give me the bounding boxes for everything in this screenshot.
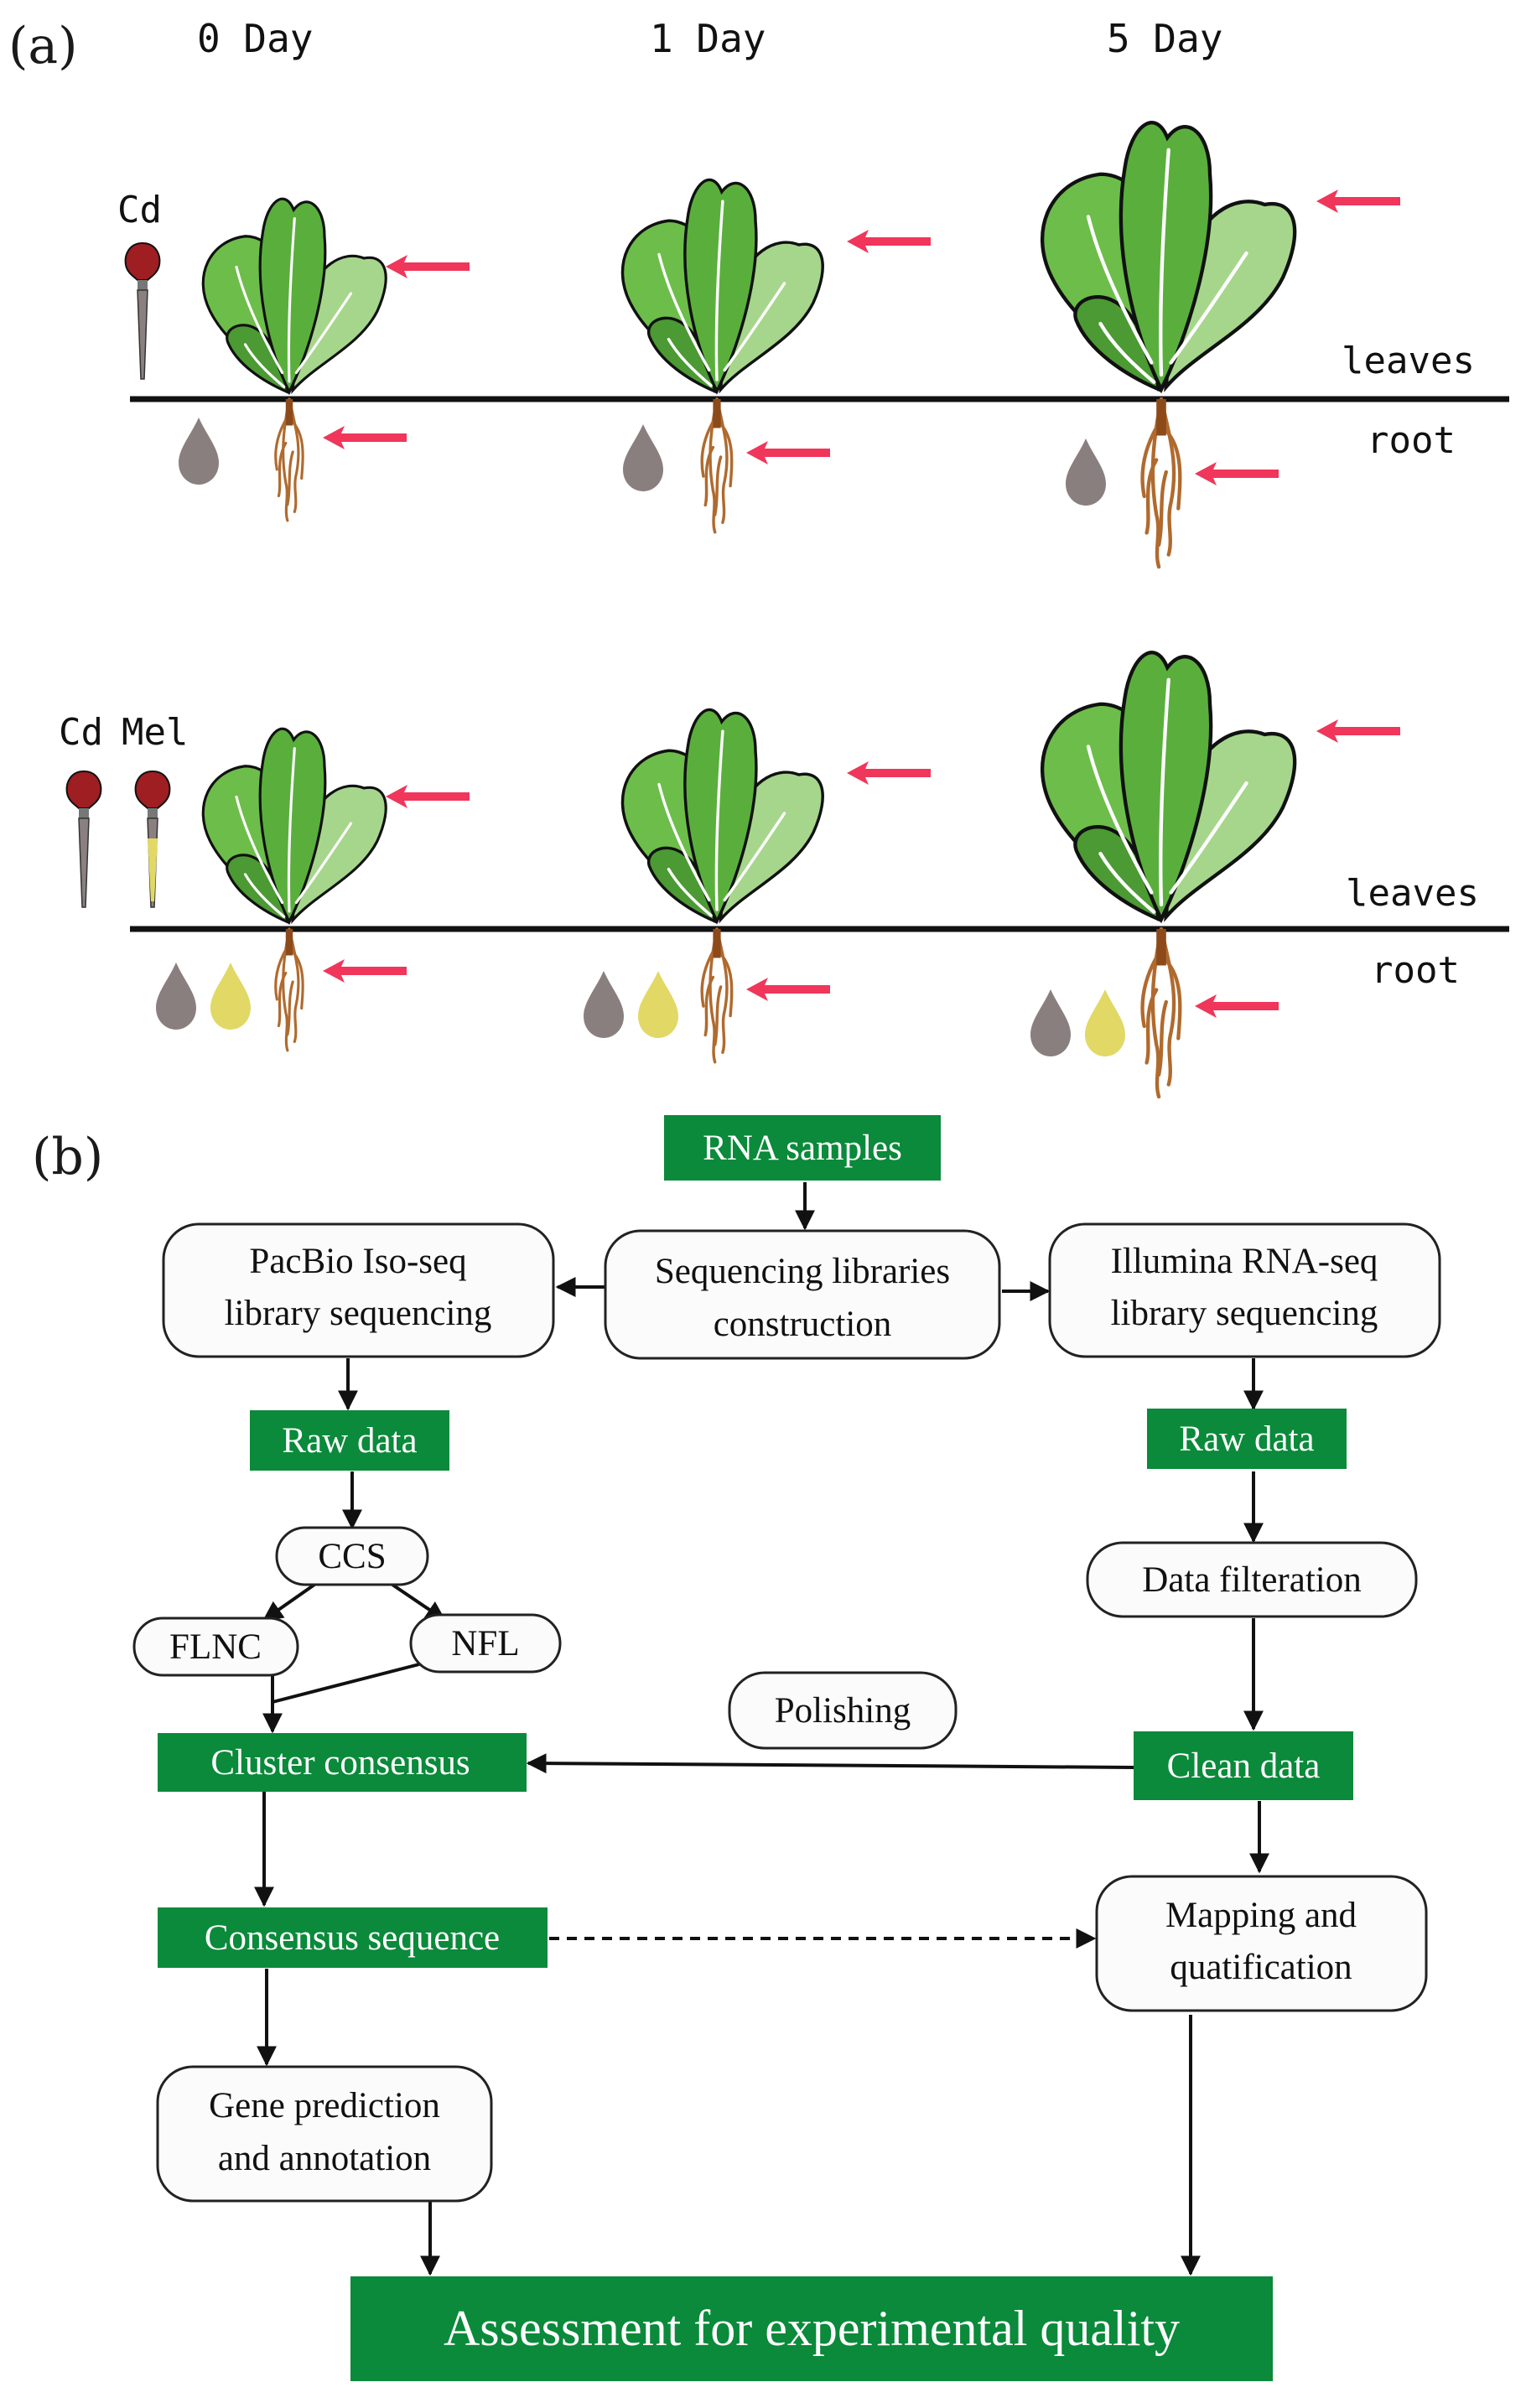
row2-mel-drop-day0	[210, 963, 251, 1030]
row2-mel-drop-day5	[1085, 989, 1125, 1056]
day-label-0: 0 Day	[197, 16, 313, 61]
row1-root-label: root	[1367, 419, 1456, 462]
flnc-label: FLNC	[169, 1627, 262, 1667]
panel-b-letter: (b)	[32, 1128, 103, 1186]
illumina-line1: Illumina RNA-seq	[1111, 1242, 1378, 1281]
polishing-box: Polishing	[728, 1671, 958, 1750]
raw-data-right-box: Raw data	[1147, 1409, 1347, 1469]
row2-mel-label: Mel	[122, 711, 188, 754]
row2-leaf-arrow-day5	[1316, 719, 1400, 743]
row2-plant-day5	[1042, 652, 1295, 1097]
row1-leaf-arrow-day1	[847, 230, 931, 253]
pacbio-line1: PacBio Iso-seq	[249, 1242, 466, 1281]
consensus-sequence-label: Consensus sequence	[205, 1918, 500, 1958]
row1-plant-day0	[201, 197, 387, 522]
row1-root-arrow-day5	[1195, 462, 1279, 485]
row2-mel-drop-day1	[638, 971, 678, 1038]
clean-data-label: Clean data	[1167, 1746, 1321, 1786]
raw-data-left-box: Raw data	[250, 1410, 449, 1471]
row1-root-arrow-day1	[746, 441, 830, 464]
assessment-box: Assessment for experimental quality	[350, 2276, 1273, 2381]
mapping-line2: quatification	[1170, 1948, 1352, 1987]
row2-leaf-arrow-day1	[847, 761, 931, 785]
row2-cd-drop-day5	[1030, 989, 1071, 1056]
row2-root-arrow-day5	[1195, 994, 1279, 1018]
polishing-label: Polishing	[775, 1691, 911, 1731]
raw-data-left-label: Raw data	[282, 1421, 417, 1461]
ccs-box: CCS	[275, 1526, 429, 1586]
row2-mel-dropper-icon	[134, 771, 171, 908]
row2-leaf-arrow-day0	[386, 785, 470, 808]
row1-cd-drop-day1	[623, 424, 663, 491]
row1-cd-dropper-icon	[124, 242, 161, 380]
rna-samples-label: RNA samples	[703, 1129, 902, 1168]
assessment-label: Assessment for experimental quality	[444, 2301, 1180, 2356]
day-label-1: 1 Day	[650, 16, 766, 61]
illumina-line2: library sequencing	[1111, 1294, 1378, 1333]
row2-cd-drop-day0	[156, 963, 196, 1030]
row1-cd-drop-day0	[179, 418, 219, 485]
panel-a-letter: (a)	[8, 17, 78, 75]
cluster-consensus-label: Cluster consensus	[210, 1743, 470, 1783]
row2-cd-drop-day1	[584, 971, 624, 1038]
ccs-label: CCS	[318, 1537, 386, 1576]
row1-cd-drop-day5	[1066, 439, 1106, 506]
illumina-box: Illumina RNA-seq library sequencing	[1048, 1222, 1441, 1358]
row2-cd-dropper-icon	[65, 771, 102, 908]
pacbio-line2: library sequencing	[225, 1294, 492, 1333]
data-filteration-box: Data filteration	[1086, 1541, 1418, 1618]
flnc-box: FLNC	[132, 1617, 299, 1677]
data-filteration-label: Data filteration	[1142, 1560, 1361, 1600]
gene-prediction-line1: Gene prediction	[209, 2086, 440, 2125]
sequencing-libraries-box: Sequencing libraries construction	[604, 1229, 1001, 1360]
pacbio-box: PacBio Iso-seq library sequencing	[162, 1222, 555, 1358]
arrow-ccs-to-flnc	[262, 1583, 316, 1622]
mapping-line1: Mapping and	[1165, 1896, 1357, 1935]
nfl-label: NFL	[451, 1624, 519, 1663]
day-label-5: 5 Day	[1107, 16, 1222, 61]
nfl-box: NFL	[409, 1613, 562, 1674]
seq-lib-line2: construction	[714, 1305, 892, 1344]
row1-leaf-arrow-day0	[386, 255, 470, 278]
clean-data-box: Clean data	[1134, 1731, 1353, 1800]
gene-prediction-box: Gene prediction and annotation	[156, 2065, 493, 2203]
row2-leaves-label: leaves	[1346, 872, 1479, 915]
row2-root-arrow-day1	[746, 978, 830, 1001]
row1-root-arrow-day0	[323, 426, 407, 449]
row1-cd-label: Cd	[117, 189, 162, 231]
row2-root-label: root	[1371, 949, 1460, 992]
consensus-sequence-box: Consensus sequence	[158, 1907, 548, 1968]
row2-cd-label: Cd	[59, 711, 103, 754]
arrow-nfl-to-cluster	[272, 1663, 420, 1704]
row2-root-arrow-day0	[323, 959, 407, 983]
cluster-consensus-box: Cluster consensus	[158, 1733, 527, 1792]
rna-samples-box: RNA samples	[664, 1115, 941, 1181]
seq-lib-line1: Sequencing libraries	[655, 1252, 950, 1291]
raw-data-right-label: Raw data	[1179, 1419, 1314, 1459]
row1-leaves-label: leaves	[1342, 340, 1475, 382]
gene-prediction-line2: and annotation	[218, 2139, 431, 2178]
arrow-clean-to-cluster	[526, 1753, 1134, 1774]
mapping-box: Mapping and quatification	[1095, 1875, 1428, 2012]
row1-leaf-arrow-day5	[1316, 189, 1400, 213]
